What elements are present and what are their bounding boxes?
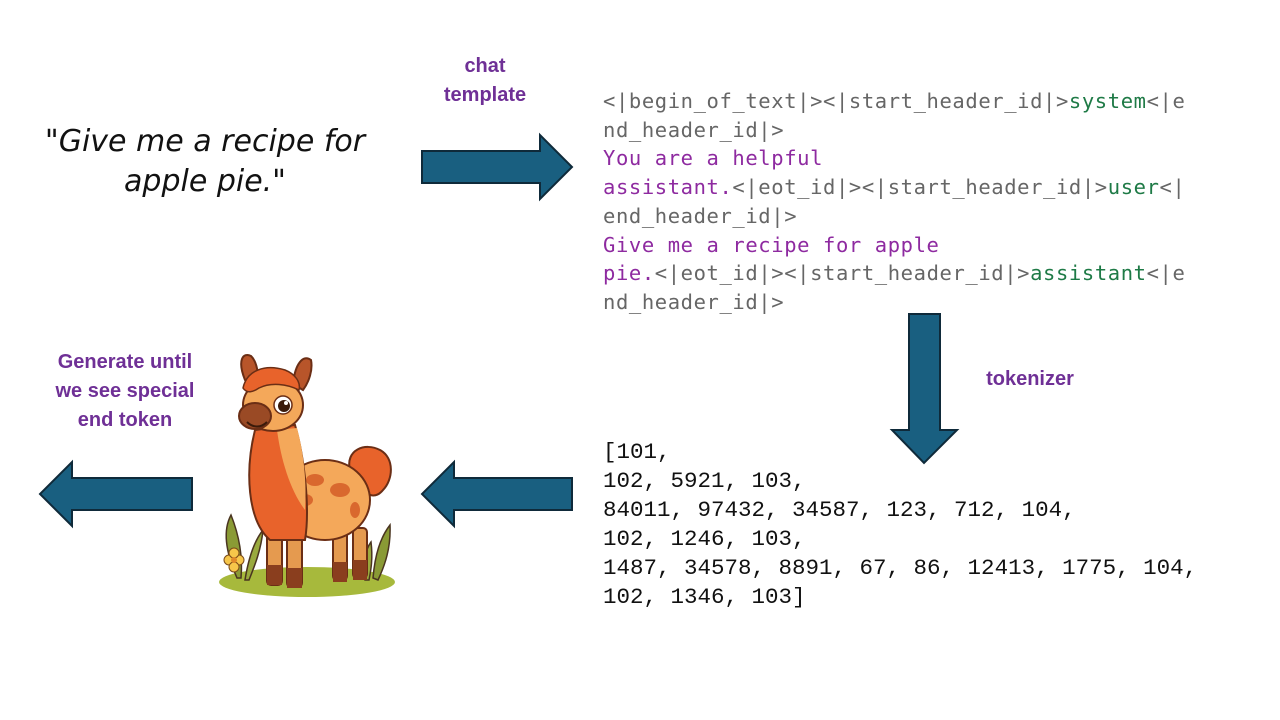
special-token: end_header_id|> xyxy=(603,203,798,228)
chat-template-line: nd_header_id|> xyxy=(603,116,1185,145)
token-ids-output: [101, 102, 5921, 103, 84011, 97432, 34587,… xyxy=(603,438,1197,612)
message-content: You are a helpful xyxy=(603,146,824,171)
special-token: <| xyxy=(1159,175,1186,200)
token-ids-line: 84011, 97432, 34587, 123, 712, 104, xyxy=(603,497,1076,523)
special-token: <|begin_of_text|><|start_header_id|> xyxy=(603,89,1069,113)
special-token: nd_header_id|> xyxy=(603,289,785,314)
special-token: <|eot_id|><|start_header_id|> xyxy=(654,261,1031,286)
chat-template-line: pie.<|eot_id|><|start_header_id|>assista… xyxy=(603,259,1185,288)
user-prompt: "Give me a recipe for apple pie." xyxy=(44,124,366,199)
message-content: pie. xyxy=(603,261,655,286)
plant-right xyxy=(372,522,391,581)
role-name: assistant xyxy=(1030,261,1147,286)
token-ids-line: 102, 1246, 103, xyxy=(603,526,806,552)
role-name: user xyxy=(1107,175,1160,200)
flower-icon xyxy=(223,547,245,573)
special-token: nd_header_id|> xyxy=(603,117,785,142)
chat-template-output: <|begin_of_text|><|start_header_id|>syst… xyxy=(603,87,1185,317)
chat-template-line: <|begin_of_text|><|start_header_id|>syst… xyxy=(603,87,1185,116)
message-content: Give me a recipe for apple xyxy=(603,232,940,257)
role-name: system xyxy=(1068,89,1147,113)
token-ids-line: 102, 1346, 103] xyxy=(603,584,806,610)
arrow-left-output-icon xyxy=(38,459,193,529)
token-ids-line: 102, 5921, 103, xyxy=(603,468,806,494)
llama-illustration xyxy=(219,354,395,597)
chat-template-line: end_header_id|> xyxy=(603,202,1185,231)
arrow-down-icon xyxy=(889,313,960,465)
arrow-right-icon xyxy=(421,132,574,202)
tokenizer-label: tokenizer xyxy=(986,368,1074,390)
chat-template-line: nd_header_id|> xyxy=(603,288,1185,317)
chat-template-line: Give me a recipe for apple xyxy=(603,231,1185,260)
special-token: <|e xyxy=(1146,261,1186,286)
token-ids-line: [101, xyxy=(603,439,671,465)
chat-template-line: You are a helpful xyxy=(603,144,1185,173)
chat-template-label: chat template xyxy=(443,55,527,106)
token-ids-line: 1487, 34578, 8891, 67, 86, 12413, 1775, … xyxy=(603,555,1198,581)
arrow-left-icon xyxy=(420,459,573,529)
generate-label: Generate until we see special end token xyxy=(55,351,195,431)
chat-template-line: assistant.<|eot_id|><|start_header_id|>u… xyxy=(603,173,1185,202)
special-token: <|e xyxy=(1146,89,1186,113)
grass-ground xyxy=(219,567,395,597)
message-content: assistant. xyxy=(603,175,733,200)
special-token: <|eot_id|><|start_header_id|> xyxy=(732,175,1108,200)
